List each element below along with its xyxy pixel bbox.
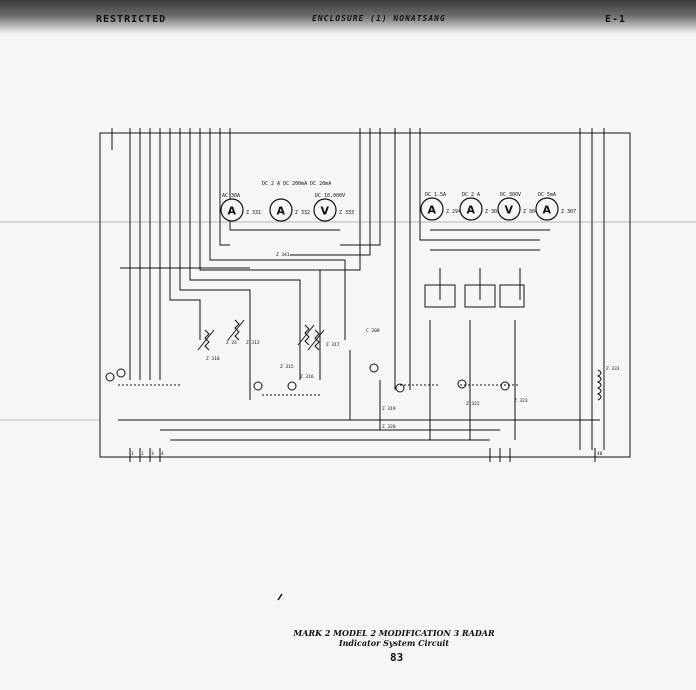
meter-rating: DC 1.5A <box>425 192 446 198</box>
meter-z294: A DC 1.5A Z 294 <box>420 192 461 221</box>
terminal-number: 4 <box>161 451 164 457</box>
ammeter-icon <box>459 197 483 221</box>
switch-contacts <box>118 384 520 396</box>
bottom-terminals <box>129 448 596 462</box>
bottom-terminal-labels: 1 2 3 4 48 <box>131 451 603 457</box>
meter-ref: Z 307 <box>561 209 576 215</box>
meter-glyph: A <box>543 204 552 217</box>
lamp-icon <box>500 381 510 391</box>
terminal-number: 3 <box>151 451 154 457</box>
ref-label: Z 322 <box>466 401 480 407</box>
relay-z313-box <box>464 284 496 308</box>
terminal-number: 2 <box>141 451 144 457</box>
meter-z331: A AC 30A Z 331 <box>220 193 261 222</box>
meter-ref: Z 304 <box>523 209 538 215</box>
meter-ref: Z 294 <box>446 209 461 215</box>
ammeter-icon <box>220 198 244 222</box>
meter-rating: AC 30A <box>222 193 240 199</box>
meter-glyph: V <box>321 205 330 218</box>
meter-ref: Z 333 <box>339 210 354 216</box>
ref-label: Z 319 <box>382 406 396 412</box>
classification-label: RESTRICTED <box>96 14 167 25</box>
frame <box>0 128 696 462</box>
enclosure-label: ENCLOSURE (1) NONATSANG <box>312 14 446 23</box>
meter-z304: V DC 300V Z 304 <box>497 192 538 221</box>
diagram-border <box>99 132 631 458</box>
meter-rating: DC 300V <box>500 192 521 198</box>
scan-shadow-band <box>0 0 696 34</box>
meter-ref: Z 332 <box>295 210 310 216</box>
lamp-icon <box>105 372 115 382</box>
meter-z303: A DC 2 A Z 303 <box>459 192 500 221</box>
relay-z314-box <box>499 284 525 308</box>
meter-ref: Z 331 <box>246 210 261 216</box>
component-labels: Z 310 Z 24 Z 312 Z 315 Z 316 Z 317 C 208… <box>206 252 620 430</box>
top-terminals <box>111 128 605 150</box>
meter-z332: A DC 2 A DC 200mA DC 20mA Z 332 <box>262 181 331 222</box>
relay-z312-box <box>424 284 456 308</box>
ref-label: Z 333 <box>606 366 620 372</box>
bus-lines <box>129 150 605 450</box>
meter-z307: A DC 5mA Z 307 <box>535 192 576 221</box>
ammeter-icon <box>535 197 559 221</box>
meter-glyph: A <box>428 204 437 217</box>
lamp-icon <box>395 383 405 393</box>
ref-label: Z 24 <box>226 340 237 346</box>
ref-label: Z 323 <box>514 398 528 404</box>
figure-title: MARK 2 MODEL 2 MODIFICATION 3 RADAR <box>293 628 495 638</box>
lamp-icon <box>287 381 297 391</box>
meter-glyph: A <box>228 205 237 218</box>
variable-resistors <box>197 319 325 351</box>
meter-rating: DC 10,000V <box>315 193 345 199</box>
lamp-icon <box>253 381 263 391</box>
terminal-number: 48 <box>597 451 603 457</box>
ammeter-icon <box>269 198 293 222</box>
meter-glyph: A <box>277 205 286 218</box>
ref-label: Z 341 <box>276 252 290 258</box>
lamp-icon <box>116 368 126 378</box>
ref-label: Z 320 <box>382 424 396 430</box>
meter-z333: V DC 10,000V Z 333 <box>313 193 354 222</box>
lamp-icon <box>369 363 379 373</box>
meter-rating: DC 2 A <box>462 192 480 198</box>
meter-ref: Z 303 <box>485 209 500 215</box>
voltmeter-icon <box>313 198 337 222</box>
ref-label: Z 310 <box>206 356 220 362</box>
page-number: 83 <box>390 651 404 664</box>
meter-rating: DC 2 A DC 200mA DC 20mA <box>262 181 331 187</box>
indicator-lamps <box>105 363 510 393</box>
meter-rating: DC 5mA <box>538 192 556 198</box>
ref-label: C 208 <box>366 328 380 334</box>
terminal-number: 1 <box>131 451 134 457</box>
ref-label: Z 317 <box>326 342 340 348</box>
ref-label: Z 315 <box>280 364 294 370</box>
stray-mark <box>277 593 283 601</box>
meter-wiring <box>120 229 550 300</box>
ref-label: Z 316 <box>300 374 314 380</box>
ammeter-icon <box>420 197 444 221</box>
meter-glyph: V <box>505 204 514 217</box>
meter-glyph: A <box>467 204 476 217</box>
ref-label: Z 312 <box>246 340 260 346</box>
voltmeter-icon <box>497 197 521 221</box>
lower-wiring <box>118 320 600 441</box>
sheet-label: E-1 <box>604 14 626 25</box>
figure-subtitle: Indicator System Circuit <box>338 638 450 648</box>
lamp-icon <box>457 379 467 389</box>
coil-z333 <box>596 369 602 401</box>
